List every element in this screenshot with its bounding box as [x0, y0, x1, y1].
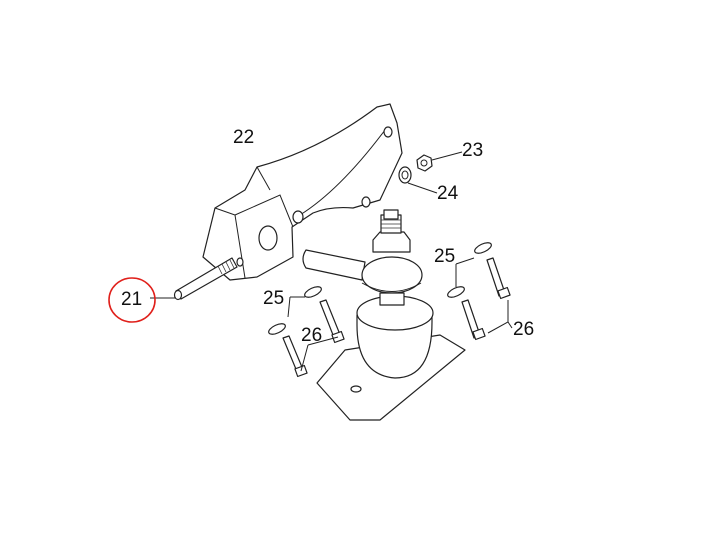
bracket-part-22 — [202, 103, 403, 281]
highlight-circle — [108, 277, 156, 323]
stud-part-21 — [150, 257, 238, 301]
callout-23[interactable]: 23 — [462, 140, 484, 161]
bolts-left — [268, 286, 345, 378]
callout-26-right[interactable]: 26 — [513, 319, 535, 340]
callout-22[interactable]: 22 — [233, 127, 255, 148]
callout-21[interactable]: 21 — [121, 289, 143, 310]
callout-25-right[interactable]: 25 — [434, 246, 456, 267]
nut-part-23 — [416, 151, 463, 172]
callout-25-left[interactable]: 25 — [263, 288, 285, 309]
washer-part-24 — [398, 166, 438, 194]
callout-26-left[interactable]: 26 — [301, 325, 323, 346]
callout-24[interactable]: 24 — [437, 183, 459, 204]
engine-mount — [302, 209, 466, 421]
bolts-right — [447, 242, 513, 341]
